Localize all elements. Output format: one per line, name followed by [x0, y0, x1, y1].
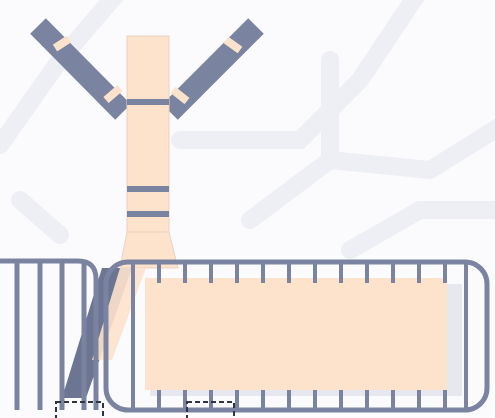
column-band	[127, 211, 169, 217]
crane-column	[127, 36, 169, 236]
map-line	[20, 200, 60, 235]
map-line	[430, 120, 495, 170]
left-fence-icon	[0, 261, 96, 410]
panel-body	[145, 278, 447, 390]
map-line	[350, 210, 495, 250]
column-band	[127, 99, 169, 105]
map-line	[0, 0, 120, 145]
column-band	[127, 186, 169, 192]
panel-icon	[145, 278, 462, 396]
